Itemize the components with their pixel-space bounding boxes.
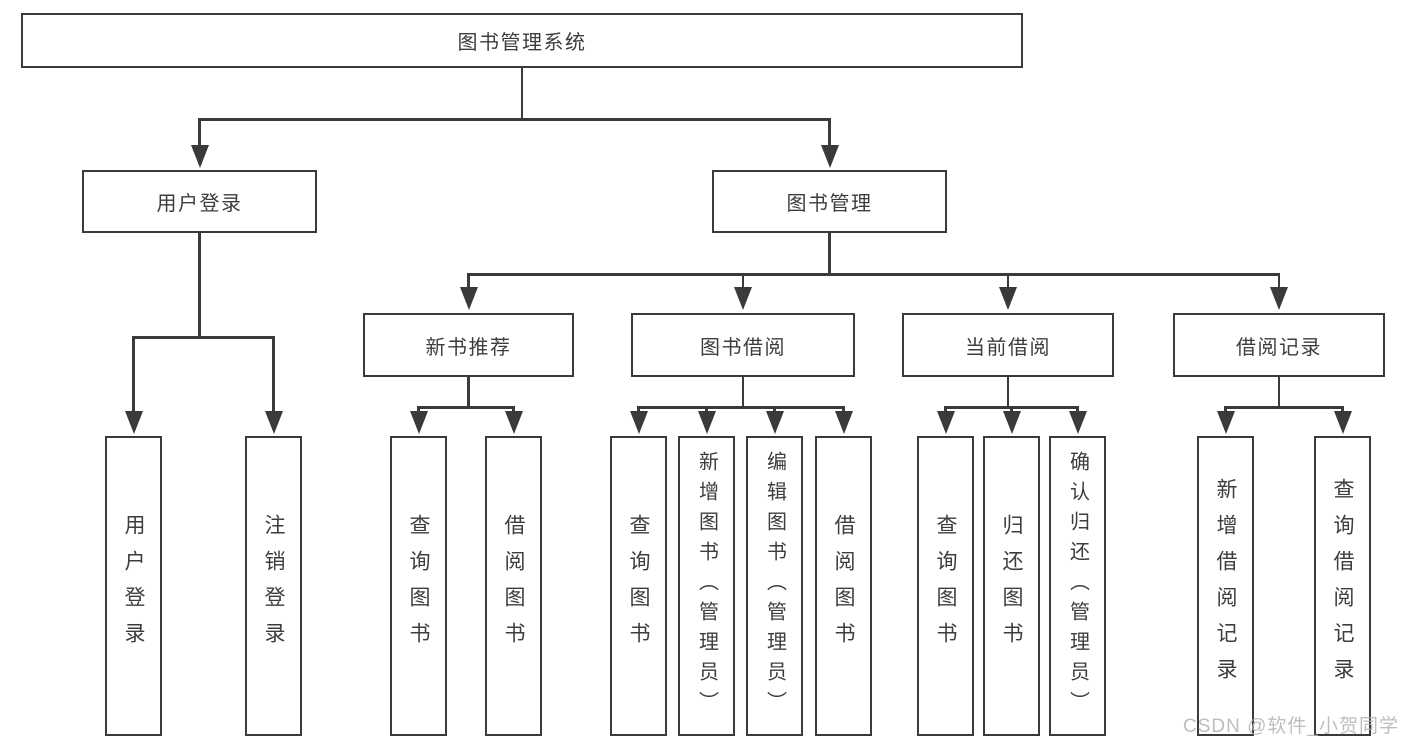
node-user-login: 用户登录 [82, 170, 317, 233]
node-label: 图书管理 [786, 193, 873, 215]
leaf-label: 新增借阅记录 [1214, 478, 1237, 694]
leaf-confirm-return-admin: 确认归还（管理员） [1049, 436, 1106, 736]
arrowhead-down-icon [734, 287, 752, 310]
arrowhead-down-icon [409, 411, 428, 434]
connector-recommend-branch [417, 406, 420, 412]
arrowhead-down-icon [697, 411, 716, 434]
arrowhead-down-icon [1068, 411, 1087, 434]
arrowhead-down-icon [1333, 411, 1352, 434]
connector-borrowing-branch [705, 406, 708, 412]
arrowhead-down-icon [504, 411, 523, 434]
connector-root-branch-right [828, 118, 831, 146]
connector-root-stem [520, 68, 524, 118]
node-label: 借阅记录 [1236, 336, 1322, 359]
leaf-label: 新增图书（管理员） [695, 451, 718, 721]
leaf-return-books: 归还图书 [983, 436, 1040, 736]
arrowhead-down-icon [1216, 411, 1235, 434]
leaf-label: 注销登录 [262, 514, 285, 658]
leaf-query-books-recommend: 查询图书 [390, 436, 447, 736]
leaf-add-books-admin: 新增图书（管理员） [678, 436, 735, 736]
connector-userlogin-hbar [132, 336, 275, 339]
leaf-label: 用户登录 [122, 514, 145, 658]
arrowhead-down-icon [459, 287, 478, 310]
arrowhead-down-icon [264, 411, 283, 434]
connector-bookmgmt-branch [1277, 273, 1281, 287]
connector-records-branch [1224, 406, 1227, 412]
connector-userlogin-branch [132, 336, 135, 412]
connector-root-hbar [198, 118, 831, 121]
arrowhead-down-icon [999, 287, 1017, 310]
connector-bookmgmt-hbar [467, 273, 1281, 276]
node-borrowing-records: 借阅记录 [1173, 313, 1385, 377]
leaf-query-books-borrowing: 查询图书 [610, 436, 667, 736]
leaf-label: 借阅图书 [502, 514, 525, 658]
node-label: 当前借阅 [965, 336, 1051, 359]
connector-current-branch [1076, 406, 1079, 412]
leaf-user-login: 用户登录 [105, 436, 162, 736]
arrowhead-down-icon [629, 411, 648, 434]
arrowhead-down-icon [190, 145, 209, 168]
node-book-borrowing: 图书借阅 [631, 313, 855, 377]
node-label: 图书借阅 [700, 336, 786, 359]
leaf-borrow-books-recommend: 借阅图书 [485, 436, 542, 736]
node-current-borrowing: 当前借阅 [902, 313, 1114, 377]
connector-records-branch [1341, 406, 1344, 412]
node-label: 用户登录 [156, 193, 243, 215]
connector-recommend-branch [512, 406, 515, 412]
connector-bookmgmt-stem [828, 233, 831, 273]
arrowhead-down-icon [765, 411, 784, 434]
leaf-label: 归还图书 [1000, 514, 1023, 658]
connector-userlogin-stem [198, 233, 201, 336]
leaf-label: 编辑图书（管理员） [763, 451, 786, 721]
node-book-management: 图书管理 [712, 170, 947, 233]
arrowhead-down-icon [936, 411, 955, 434]
node-label: 新书推荐 [425, 336, 512, 359]
watermark-text: CSDN @软件_小贺同学 [1183, 716, 1399, 737]
arrowhead-down-icon [820, 145, 839, 168]
connector-userlogin-branch [272, 336, 275, 412]
arrowhead-down-icon [1002, 411, 1021, 434]
connector-current-branch [1010, 406, 1013, 412]
connector-records-stem [1277, 377, 1281, 406]
leaf-label: 借阅图书 [832, 514, 855, 658]
node-library-management-system: 图书管理系统 [21, 13, 1023, 68]
connector-records-hbar [1224, 406, 1344, 409]
leaf-label: 查询图书 [934, 514, 957, 658]
connector-borrowing-hbar [637, 406, 845, 409]
leaf-edit-books-admin: 编辑图书（管理员） [746, 436, 803, 736]
connector-borrowing-branch [773, 406, 776, 412]
connector-bookmgmt-branch [467, 273, 470, 287]
arrowhead-down-icon [834, 411, 853, 434]
node-new-book-recommend: 新书推荐 [363, 313, 574, 377]
connector-recommend-stem [467, 377, 470, 406]
leaf-borrow-books-borrowing: 借阅图书 [815, 436, 872, 736]
leaf-query-books-current: 查询图书 [917, 436, 974, 736]
connector-bookmgmt-branch [741, 273, 745, 287]
connector-current-stem [1006, 377, 1010, 406]
connector-borrowing-branch [842, 406, 845, 412]
arrowhead-down-icon [124, 411, 143, 434]
connector-bookmgmt-branch [1006, 273, 1010, 287]
connector-recommend-hbar [417, 406, 515, 409]
leaf-label: 查询图书 [407, 514, 430, 658]
leaf-query-borrow-record: 查询借阅记录 [1314, 436, 1371, 736]
leaf-label: 查询图书 [627, 514, 650, 658]
node-label: 图书管理系统 [457, 32, 587, 54]
leaf-add-borrow-record: 新增借阅记录 [1197, 436, 1254, 736]
connector-borrowing-stem [741, 377, 745, 406]
connector-root-branch-left [198, 118, 201, 146]
connector-borrowing-branch [637, 406, 640, 412]
arrowhead-down-icon [1270, 287, 1288, 310]
leaf-label: 查询借阅记录 [1331, 478, 1354, 694]
connector-current-branch [944, 406, 947, 412]
leaf-logout: 注销登录 [245, 436, 302, 736]
leaf-label: 确认归还（管理员） [1066, 451, 1089, 721]
